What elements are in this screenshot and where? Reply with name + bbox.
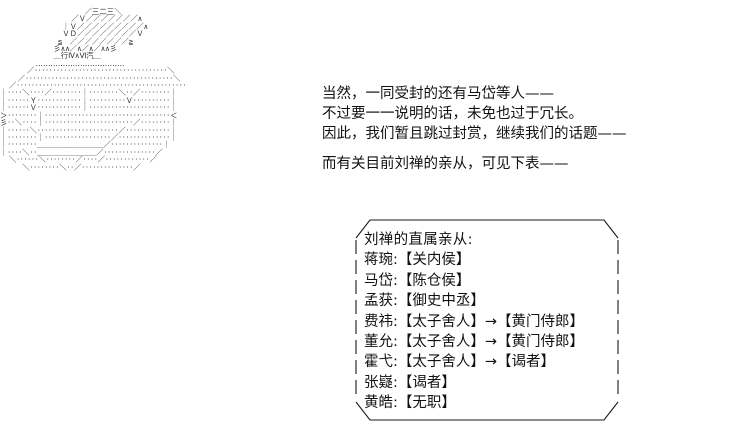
table-row: 霍弋:【太子舍人】→【谒者】 xyxy=(364,354,556,371)
table-row: 张嶷:【谒者】 xyxy=(364,374,456,391)
retainers-table-box: 刘禅的直属亲从: 蒋琬:【关内侯】 马岱:【陈仓侯】 孟获:【御史中丞】 费祎:… xyxy=(342,214,632,426)
ascii-box-frame xyxy=(355,219,619,421)
narration-line-3: 因此，我们暂且跳过封赏，继续我们的话题—— xyxy=(322,126,627,142)
table-row: 马岱:【陈仓侯】 xyxy=(364,272,471,289)
narration-block: 当然，一同受封的还有马岱等人—— 不过要一一说明的话，未免也过于冗长。 因此，我… xyxy=(322,84,722,174)
table-row: 费祎:【太子舍人】→【黄门侍郎】 xyxy=(364,313,585,330)
table-row: 黄皓:【无职】 xyxy=(364,395,456,412)
narration-line-2: 不过要一一说明的话，未免也过于冗长。 xyxy=(322,106,583,122)
table-row: 孟获:【御史中丞】 xyxy=(364,293,485,310)
narration-final-line: 而有关目前刘禅的亲从，可见下表—— xyxy=(322,156,569,172)
retainers-list: 刘禅的直属亲从: 蒋琬:【关内侯】 马岱:【陈仓侯】 孟获:【御史中丞】 费祎:… xyxy=(364,230,626,414)
narration-line-1: 当然，一同受封的还有马岱等人—— xyxy=(322,86,554,102)
narration-spacer xyxy=(322,144,722,154)
ascii-art-panel: ／三二三＼ ／Ｖ／／／／／／／∧ ｜Ｖ／／／／／／／／／∧ ＶＤ／／／／／／／／… xyxy=(0,8,320,438)
retainers-table-header: 刘禅的直属亲从: xyxy=(364,232,473,248)
ascii-art-character-portrait: ／三二三＼ ／Ｖ／／／／／／／∧ ｜Ｖ／／／／／／／／／∧ ＶＤ／／／／／／／／… xyxy=(0,7,187,172)
table-row: 蒋琬:【关内侯】 xyxy=(364,252,471,269)
table-row: 董允:【太子舍人】→【黄门侍郎】 xyxy=(364,334,585,351)
